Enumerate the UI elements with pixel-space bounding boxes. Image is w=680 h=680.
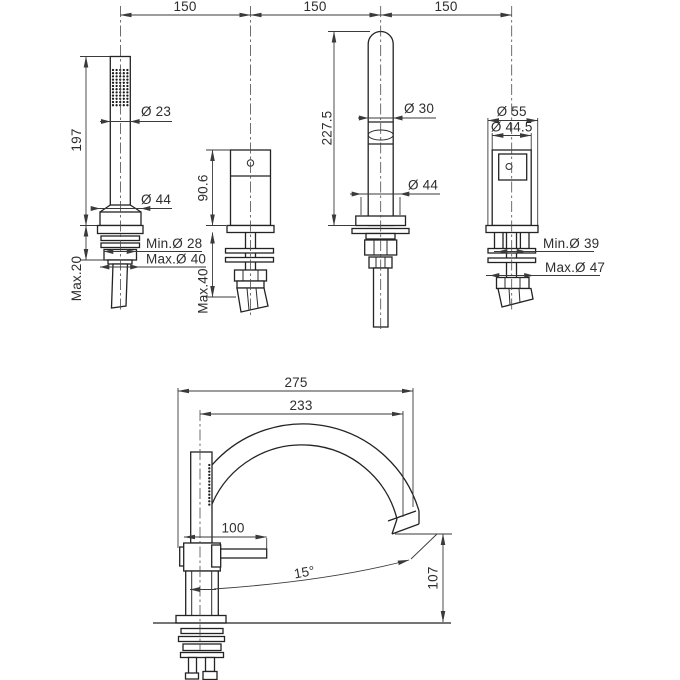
spout-dia-label: Ø 30 <box>404 101 434 116</box>
spacing-150-label-2: 150 <box>303 0 326 14</box>
handshower-height-label: 197 <box>69 128 84 151</box>
side-lever-hub <box>211 544 222 568</box>
spout-height-label: 227.5 <box>320 111 335 146</box>
spacing-150-label-1: 150 <box>173 0 196 14</box>
lever-length-label: 100 <box>221 521 244 536</box>
side-lever-handle <box>220 548 268 559</box>
handshower-front-view: 197 Max.20 Ø 23 Ø 44 Min.Ø 28 Max.Ø 40 <box>69 6 206 312</box>
mixer-min-hole-label: Min.Ø 39 <box>543 236 599 251</box>
outlet-height-dimension: 107 <box>395 533 452 623</box>
spout-base-dia-label: Ø 44 <box>408 178 438 193</box>
handshower-head-dia-label: Ø 23 <box>141 104 171 119</box>
spray-face-dots <box>111 68 129 107</box>
overall-width-label: 275 <box>284 375 307 390</box>
lever-length-dimension: 100 <box>183 521 268 549</box>
mixer-unit-front-view: Ø 55 Ø 44.5 <box>485 6 605 310</box>
spout-reach-label: 233 <box>289 398 312 413</box>
spout-angle-dimension: 15° <box>190 533 438 592</box>
mixer-max-hole-label: Max.Ø 47 <box>545 260 605 275</box>
handshower-deck-max-label: Max.20 <box>69 256 84 301</box>
spout-angle-label: 15° <box>293 563 316 581</box>
side-spout-arc <box>211 423 420 535</box>
handshower-max-hole-label: Max.Ø 40 <box>146 252 206 267</box>
top-view: 150 150 150 197 Max.20 <box>69 0 605 332</box>
spacing-150-label-3: 150 <box>434 0 457 14</box>
handle-height-label: 90.6 <box>196 174 211 201</box>
handle-unit-front-view: 90.6 Max.40 <box>196 6 275 316</box>
side-mounting-hardware <box>153 614 451 680</box>
handshower-base-dia-label: Ø 44 <box>141 192 171 207</box>
outlet-height-label: 107 <box>426 566 441 589</box>
overall-width-dimension: 275 <box>177 375 414 548</box>
spacing-dimension: 150 150 150 <box>120 0 513 18</box>
spout-front-view: 227.5 Ø 30 Ø 44 <box>320 6 440 332</box>
spout-reach-dimension: 233 <box>199 398 404 517</box>
handle-deck-max-label: Max.40 <box>196 268 211 313</box>
side-spray-dots <box>208 463 211 506</box>
handshower-min-hole-label: Min.Ø 28 <box>146 236 202 251</box>
side-view: 275 233 100 15° 107 <box>153 375 452 680</box>
